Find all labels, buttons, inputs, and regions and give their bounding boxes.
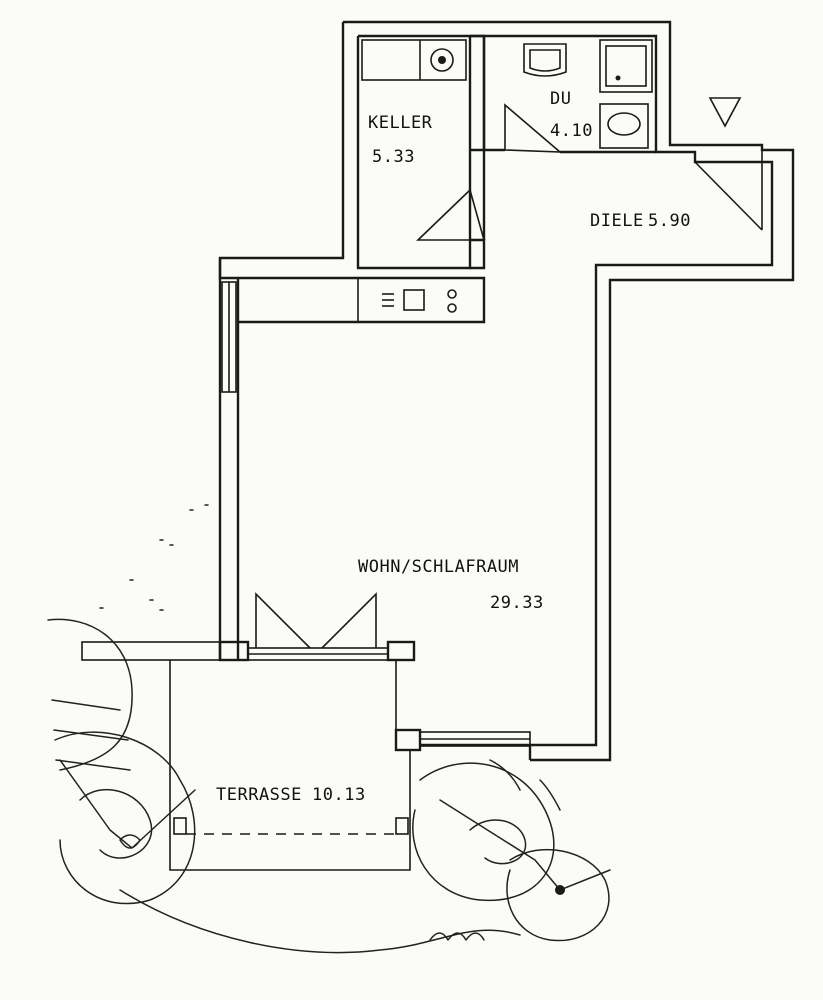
keller-door-swing — [416, 188, 486, 241]
outer-wall-left — [218, 22, 345, 660]
sink-basin — [529, 49, 561, 72]
du-door-swing — [504, 103, 563, 153]
wall-post-left — [218, 640, 250, 662]
toilet-icon — [607, 112, 641, 136]
keller-shelf — [361, 39, 467, 81]
terrace-doors — [255, 592, 377, 649]
ground-curve — [119, 889, 521, 954]
drain-icon — [615, 75, 621, 81]
landscaping-sketch — [47, 504, 611, 954]
keller-partition — [470, 34, 486, 152]
oven-icon — [403, 289, 425, 311]
room-labels: KELLER 5.33 DU 4.10 DIELE 5.90 WOHN/SCHL… — [216, 89, 691, 805]
inner-wall-line — [358, 34, 774, 747]
tree-canopy-right-2 — [506, 848, 610, 942]
tree-inner-right — [469, 819, 527, 865]
wall-post-bottom — [394, 728, 422, 752]
diele-area — [416, 97, 742, 241]
entrance-marker-icon — [708, 97, 742, 128]
tree-inner-left — [79, 788, 153, 859]
du-label: DU — [550, 89, 571, 109]
door-leaf-right — [321, 592, 377, 649]
diele-area: 5.90 — [648, 211, 691, 231]
branch-right — [439, 799, 611, 891]
wohn-area: 29.33 — [490, 593, 544, 613]
du-room — [482, 36, 656, 154]
du-area: 4.10 — [550, 121, 593, 141]
grass-tuft-1 — [429, 932, 485, 941]
grass-strokes-right — [489, 759, 561, 811]
terrace-post-left — [173, 817, 187, 835]
shower-tray — [599, 39, 653, 93]
shower-tray-inner — [605, 45, 647, 87]
outer-wall-line — [343, 20, 795, 762]
keller-area: 5.33 — [372, 147, 415, 167]
keller-door-jamb — [470, 238, 486, 270]
keller-label: KELLER — [368, 113, 433, 133]
terrace-outline — [169, 660, 411, 871]
tree-canopy-left — [54, 731, 196, 905]
bush-outline-1 — [47, 618, 133, 771]
hob-icon-1 — [447, 289, 457, 299]
boiler-icon-center — [438, 56, 446, 64]
kitchenette — [238, 276, 486, 324]
terrace-post-right — [395, 817, 409, 835]
boiler-icon — [430, 48, 454, 72]
diele-label: DIELE — [590, 211, 644, 231]
du-wall-left — [482, 36, 505, 152]
tree-node-right — [555, 885, 565, 895]
grass-strokes-left — [51, 699, 131, 771]
terrasse-label: TERRASSE — [216, 785, 302, 805]
entry-door-leaf — [694, 161, 763, 231]
toilet-box — [599, 103, 649, 149]
terrace-wall-left — [81, 641, 221, 661]
tree-node-left — [119, 834, 141, 849]
terrasse-area: 10.13 — [312, 785, 366, 805]
exterior-walls — [218, 20, 795, 762]
wall-top-left-return — [218, 258, 238, 280]
wohn-label: WOHN/SCHLAFRAUM — [358, 557, 519, 577]
hob-icon-2 — [447, 303, 457, 313]
kitchen-counter — [238, 276, 486, 324]
sink-icon — [523, 43, 567, 77]
speckle-dots — [99, 504, 209, 611]
tree-canopy-right — [412, 762, 555, 902]
keller-walls — [356, 36, 472, 270]
door-leaf-left — [255, 592, 311, 649]
wall-post-right — [386, 640, 416, 662]
